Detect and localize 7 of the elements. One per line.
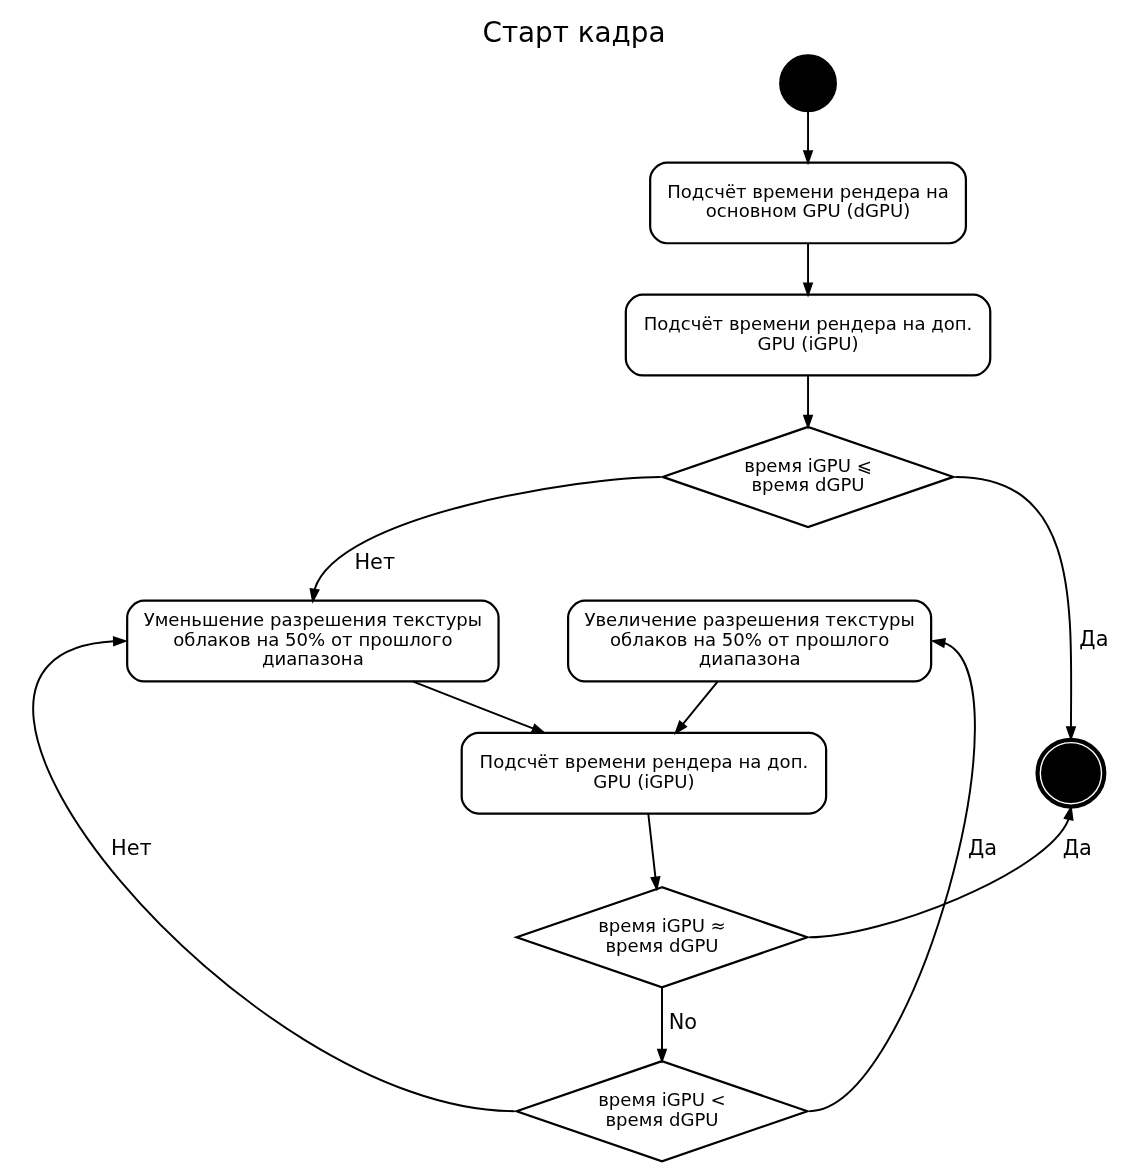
diagram-title: Старт кадра — [482, 15, 666, 49]
edge-label: Да — [1079, 626, 1109, 651]
edge-label: No — [668, 1010, 698, 1035]
edge-label: Нет — [354, 549, 396, 574]
edge-label: Да — [1062, 836, 1092, 861]
edge-label: Да — [968, 836, 998, 861]
edge-label: Нет — [111, 836, 152, 861]
